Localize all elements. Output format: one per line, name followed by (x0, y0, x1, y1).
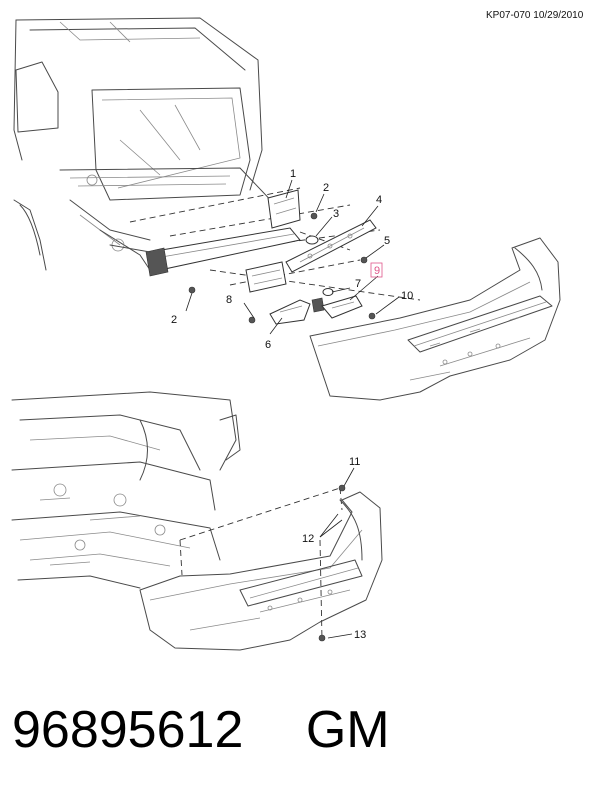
vehicle-underbody-bottom (11, 391, 241, 589)
bracket-part-4 (285, 219, 377, 273)
callout-1: 1 (290, 168, 296, 180)
callout-4: 4 (376, 194, 382, 206)
alignment-lines-bottom (179, 487, 343, 641)
callout-6: 6 (265, 339, 271, 351)
callouts: 1 2 3 4 5 9 7 8 10 2 6 11 12 13 (171, 168, 413, 641)
leader-lines (185, 179, 400, 639)
callout-2-lower: 2 (171, 314, 177, 326)
callout-10: 10 (401, 290, 413, 302)
callout-8: 8 (226, 294, 232, 306)
bracket-part-9 (321, 295, 363, 319)
bracket-lower-left (245, 261, 287, 293)
callout-2-upper: 2 (323, 182, 329, 194)
callout-9-highlight-box (370, 262, 383, 278)
bracket-part-6 (269, 297, 325, 325)
callout-3: 3 (333, 208, 339, 220)
callout-11: 11 (349, 456, 360, 468)
bumper-fascia-top (309, 237, 561, 401)
part-number: 96895612 (12, 701, 244, 759)
bracket-part-1 (267, 189, 301, 229)
document-id: KP07-070 10/29/2010 (486, 10, 584, 21)
callout-5: 5 (384, 235, 390, 247)
callout-12: 12 (302, 533, 314, 545)
callout-13: 13 (354, 629, 366, 641)
brand-name: GM (305, 701, 390, 759)
callout-7: 7 (355, 278, 361, 290)
part-caption: 96895612 GM (12, 700, 390, 772)
fasteners-top (188, 212, 376, 324)
retainer-part-3 (305, 235, 319, 245)
impact-bar (109, 227, 301, 277)
bumper-fascia-bottom (139, 484, 383, 651)
vehicle-rear-body-top (13, 17, 281, 271)
callout-9: 9 (374, 265, 380, 277)
